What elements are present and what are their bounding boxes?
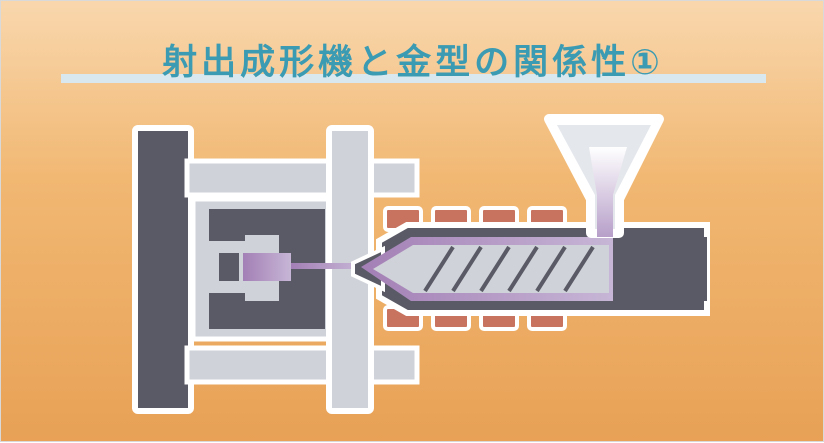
sprue — [291, 263, 361, 269]
screw — [373, 245, 609, 293]
mold-part-cavity — [243, 253, 291, 281]
hopper-resin — [589, 147, 627, 237]
tie-bar-top — [184, 158, 420, 198]
screw-drive — [613, 237, 707, 301]
rear-platen — [132, 125, 194, 414]
screw-flights — [423, 245, 595, 293]
tie-bar-bottom — [184, 345, 420, 385]
page-title: 射出成形機と金型の関係性① — [162, 43, 664, 83]
mold-core — [219, 253, 239, 281]
title-underline — [61, 74, 766, 83]
